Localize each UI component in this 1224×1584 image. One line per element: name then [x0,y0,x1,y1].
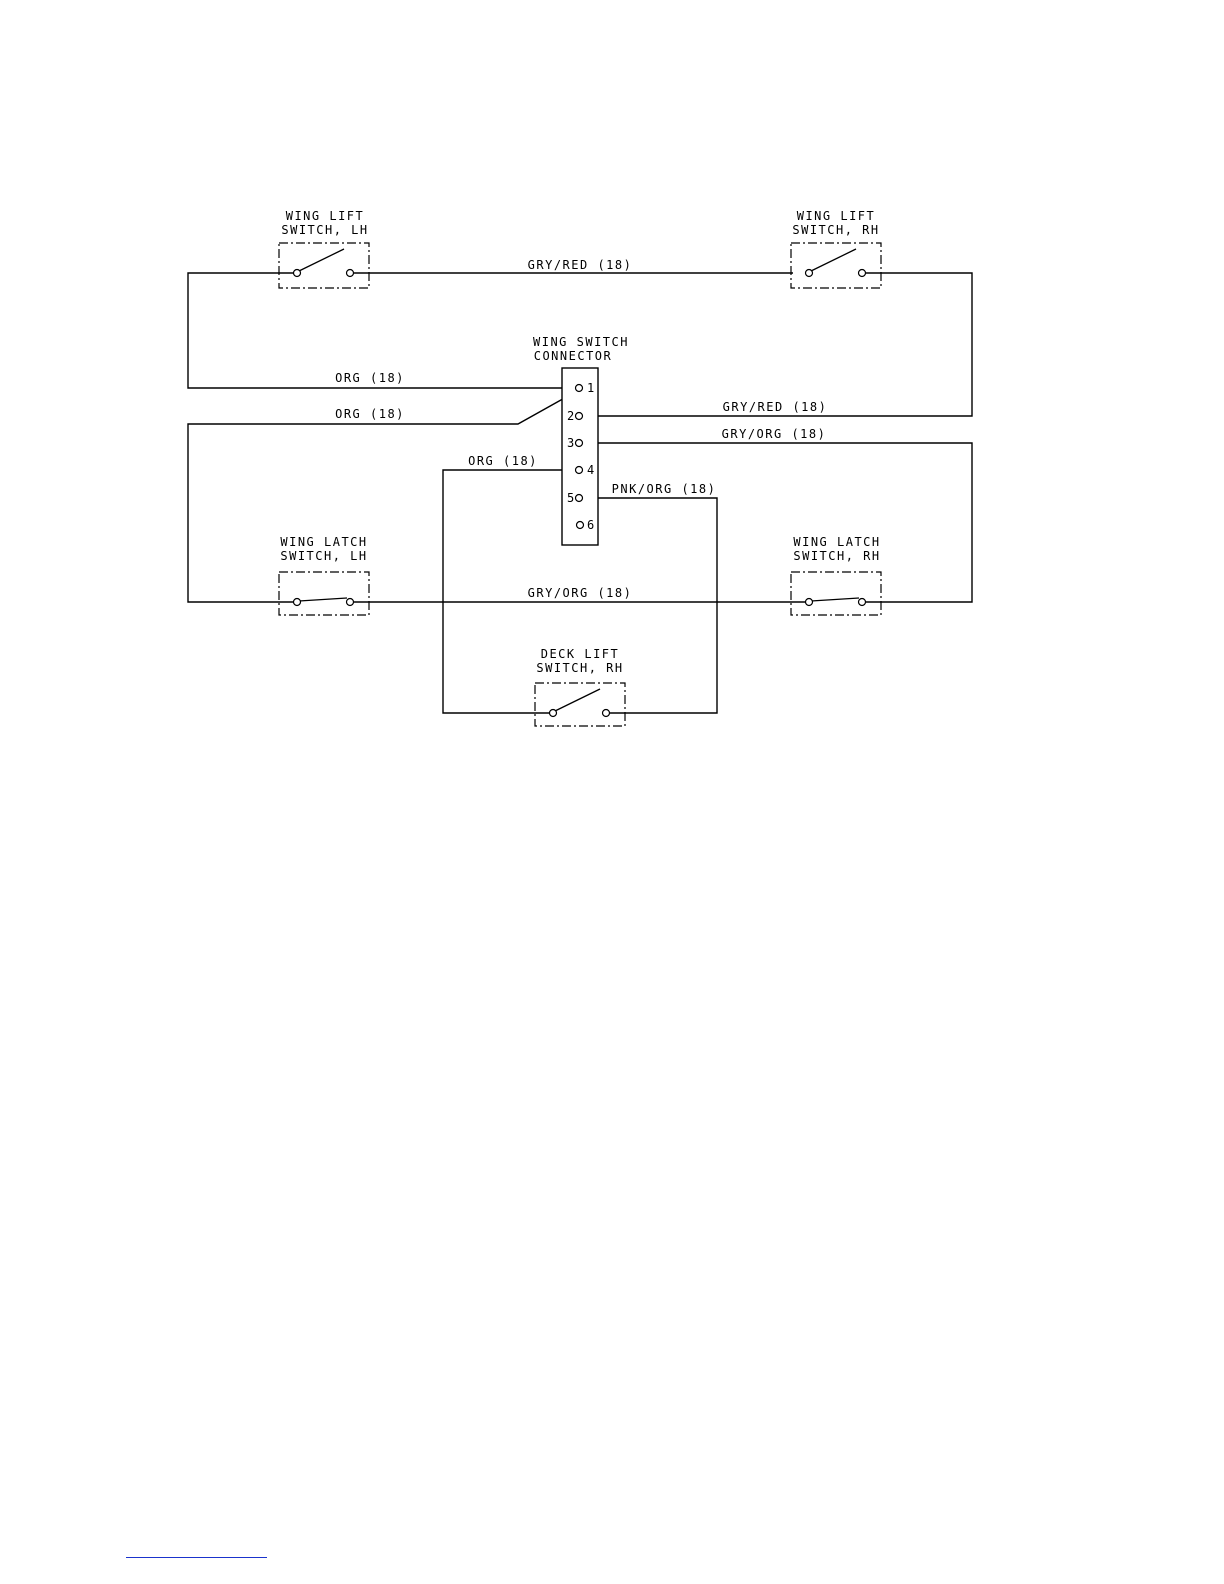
wing-switch-connector: WING SWITCH CONNECTOR 1 2 3 4 5 6 [533,335,629,545]
wire-gry-org-pin3 [583,443,972,602]
connector-pin-3 [576,440,583,447]
switch-terminal [859,270,866,277]
switch-terminal [603,710,610,717]
switch-blade-open [555,689,600,711]
switch-terminal [806,599,813,606]
pin-label-4: 4 [587,463,594,477]
footer-rule [126,1557,267,1558]
switch-housing [791,243,881,288]
connector-pin-5 [576,495,583,502]
wire-label-gry-org-pin3: GRY/ORG (18) [722,427,827,441]
wire-label-org-pin1: ORG (18) [335,371,405,385]
pin-label-3: 3 [567,436,574,450]
switch-housing [279,572,369,615]
switch-housing [279,243,369,288]
switch-terminal [347,599,354,606]
deck-lift-switch-rh: DECK LIFT SWITCH, RH [535,647,625,726]
wire-gry-red-pin2 [583,273,972,416]
wire-pnk-org-pin5 [583,498,717,713]
wing-lift-switch-rh: WING LIFT SWITCH, RH [791,209,881,288]
component-label-line1: WING LATCH [280,535,367,549]
switch-terminal [806,270,813,277]
wire-label-bottom-gry-org: GRY/ORG (18) [528,586,633,600]
wire-label-org-pin4: ORG (18) [468,454,538,468]
switch-housing [535,683,625,726]
switch-terminal [347,270,354,277]
wing-latch-switch-lh: WING LATCH SWITCH, LH [279,535,369,615]
component-label-line1: DECK LIFT [541,647,620,661]
wire-org-pin1-lower [188,391,577,602]
component-label-line1: WING LIFT [797,209,876,223]
pin-label-5: 5 [567,491,574,505]
pin-label-2: 2 [567,409,574,423]
switch-terminal [859,599,866,606]
component-label-line1: WING LIFT [286,209,365,223]
switch-terminal [294,270,301,277]
switch-terminal [550,710,557,717]
switch-blade-open [299,249,344,271]
switch-blade-open [811,249,856,271]
wing-lift-switch-lh: WING LIFT SWITCH, LH [279,209,369,288]
switch-blade-closed [811,598,859,601]
component-label-line1: WING SWITCH [533,335,629,349]
component-label-line2: SWITCH, RH [793,549,880,563]
switch-housing [791,572,881,615]
component-label-line2: SWITCH, RH [536,661,623,675]
connector-pin-4 [576,467,583,474]
component-label-line1: WING LATCH [793,535,880,549]
wing-latch-switch-rh: WING LATCH SWITCH, RH [791,535,881,615]
component-label-line2: SWITCH, RH [792,223,879,237]
switch-terminal [294,599,301,606]
wire-label-pnk-org-pin5: PNK/ORG (18) [612,482,717,496]
wire-label-gry-red-pin2: GRY/RED (18) [723,400,828,414]
connector-pin-1 [576,385,583,392]
component-label-line2: SWITCH, LH [281,223,368,237]
wire-label-top-gry-red: GRY/RED (18) [528,258,633,272]
connector-pin-6 [577,522,584,529]
pin-label-6: 6 [587,518,594,532]
pin-label-1: 1 [587,381,594,395]
component-label-line2: CONNECTOR [534,349,613,363]
wire-label-org-pin1-lower: ORG (18) [335,407,405,421]
component-label-line2: SWITCH, LH [280,549,367,563]
connector-pin-2 [576,413,583,420]
switch-blade-closed [299,598,347,601]
